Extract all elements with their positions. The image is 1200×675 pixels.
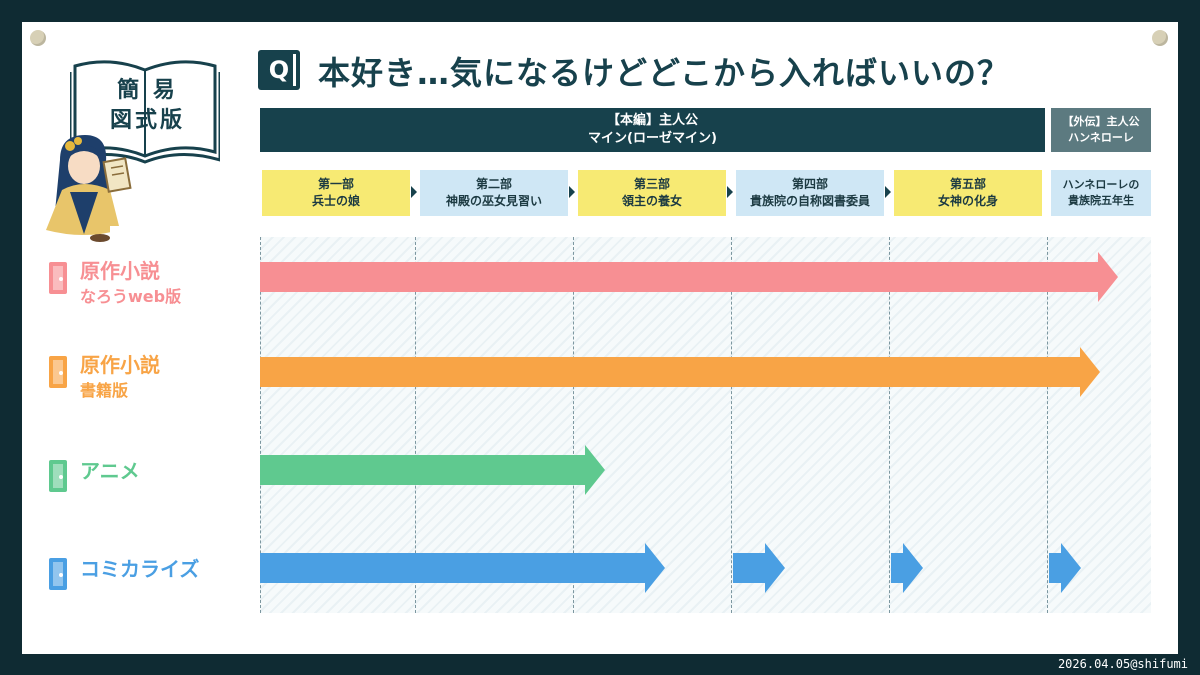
part-1-title: 兵士の娘 — [311, 194, 360, 208]
part-1-box: 第一部 兵士の娘 — [262, 170, 410, 216]
logo-line1: 簡 易 — [117, 78, 178, 103]
manga-arrow-2 — [733, 543, 785, 593]
part-3-title: 領主の養女 — [621, 194, 682, 208]
grid-line — [889, 237, 890, 613]
row-label-book-novel-line2: 書籍版 — [80, 381, 129, 400]
part-3-box: 第三部 領主の養女 — [578, 170, 726, 216]
door-icon — [49, 356, 67, 388]
row-label-manga: コミカライズ — [48, 554, 199, 591]
door-icon — [49, 460, 67, 492]
main-story-header: 【本編】主人公 マイン(ローゼマイン) — [260, 108, 1045, 152]
row-label-web-novel: 原作小説 なろうweb版 — [48, 258, 181, 310]
part-4-number: 第四部 — [791, 177, 828, 191]
part-2-title: 神殿の巫女見習い — [445, 194, 542, 208]
side-story-header-line2: ハンネローレ — [1068, 131, 1134, 144]
part-4-box: 第四部 貴族院の自称図書委員 — [736, 170, 884, 216]
coverage-grid — [260, 237, 1151, 613]
part-4-title: 貴族院の自称図書委員 — [749, 194, 870, 208]
side-story-box-line1: ハンネローレの — [1062, 178, 1140, 191]
part-1-chevron-icon — [411, 186, 417, 198]
part-5-title: 女神の化身 — [937, 194, 998, 208]
grid-line — [573, 237, 574, 613]
row-label-anime-line1: アニメ — [80, 459, 140, 483]
main-story-header-line2: マイン(ローゼマイン) — [588, 131, 717, 146]
web-novel-arrow — [260, 252, 1118, 302]
manga-arrow-4 — [1049, 543, 1081, 593]
row-label-anime: アニメ — [48, 456, 140, 493]
part-2-chevron-icon — [569, 186, 575, 198]
side-story-header-line1: 【外伝】主人公 — [1062, 115, 1140, 128]
pin-top-left — [30, 30, 46, 46]
credit-text: 2026.04.05@shifumi — [1057, 657, 1188, 671]
row-label-book-novel-line1: 原作小説 — [80, 353, 160, 377]
page-title: 本好き…気になるけどどこから入ればいいの？ — [318, 54, 1011, 92]
book-novel-arrow — [260, 347, 1100, 397]
question-badge-label: Q — [268, 56, 290, 84]
logo-line2: 図式版 — [109, 108, 185, 133]
main-story-header-line1: 【本編】主人公 — [606, 113, 698, 128]
side-story-box-line2: 貴族院五年生 — [1068, 194, 1134, 207]
row-label-web-novel-line2: なろうweb版 — [80, 287, 182, 306]
side-story-header: 【外伝】主人公 ハンネローレ — [1051, 108, 1151, 152]
side-story-box: ハンネローレの 貴族院五年生 — [1051, 170, 1151, 216]
grid-line — [260, 237, 261, 613]
part-5-box: 第五部 女神の化身 — [894, 170, 1042, 216]
door-icon — [49, 262, 67, 294]
part-2-number: 第二部 — [475, 177, 512, 191]
logo-text: 簡 易 図式版 — [100, 76, 195, 136]
character-illustration-icon — [46, 135, 132, 242]
part-4-chevron-icon — [885, 186, 891, 198]
part-1-number: 第一部 — [317, 177, 354, 191]
question-badge: Q — [258, 50, 300, 90]
part-2-box: 第二部 神殿の巫女見習い — [420, 170, 568, 216]
row-label-web-novel-line1: 原作小説 — [80, 259, 160, 283]
pin-top-right — [1152, 30, 1168, 46]
part-3-number: 第三部 — [633, 177, 670, 191]
part-3-chevron-icon — [727, 186, 733, 198]
row-label-book-novel: 原作小説 書籍版 — [48, 352, 160, 404]
door-icon — [49, 558, 67, 590]
row-label-manga-line1: コミカライズ — [80, 557, 200, 581]
grid-line — [415, 237, 416, 613]
grid-line — [731, 237, 732, 613]
grid-line — [1047, 237, 1048, 613]
manga-arrow-1 — [260, 543, 665, 593]
anime-arrow — [260, 445, 605, 495]
part-5-number: 第五部 — [949, 177, 986, 191]
manga-arrow-3 — [891, 543, 923, 593]
